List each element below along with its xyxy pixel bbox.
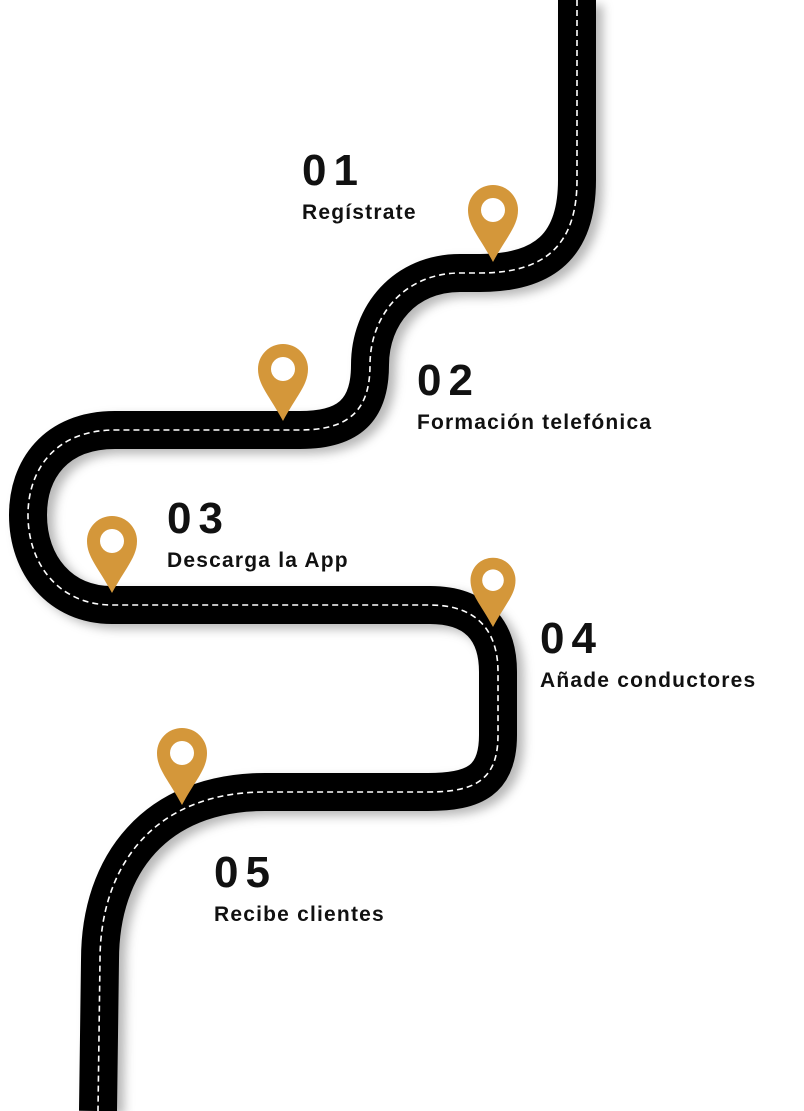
step-5: 05 Recibe clientes — [214, 851, 385, 927]
road — [9, 0, 596, 1111]
step-label: Añade conductores — [540, 669, 757, 692]
step-number: 02 — [417, 356, 480, 405]
step-label: Regístrate — [302, 201, 417, 224]
map-pin-icon — [258, 344, 308, 421]
step-4: 04 Añade conductores — [540, 617, 756, 693]
map-pin-icon — [468, 185, 518, 262]
step-1: 01 Regístrate — [302, 149, 417, 225]
step-label: Recibe clientes — [214, 903, 385, 926]
step-number: 01 — [302, 146, 365, 195]
map-pin-icon — [87, 516, 137, 593]
road-center-dashes — [27, 0, 578, 1111]
step-3: 03 Descarga la App — [167, 497, 349, 573]
step-number: 04 — [540, 614, 603, 663]
step-label: Formación telefónica — [417, 411, 653, 434]
step-number: 05 — [214, 848, 277, 897]
step-number: 03 — [167, 494, 230, 543]
step-2: 02 Formación telefónica — [417, 359, 652, 435]
step-label: Descarga la App — [167, 549, 349, 572]
